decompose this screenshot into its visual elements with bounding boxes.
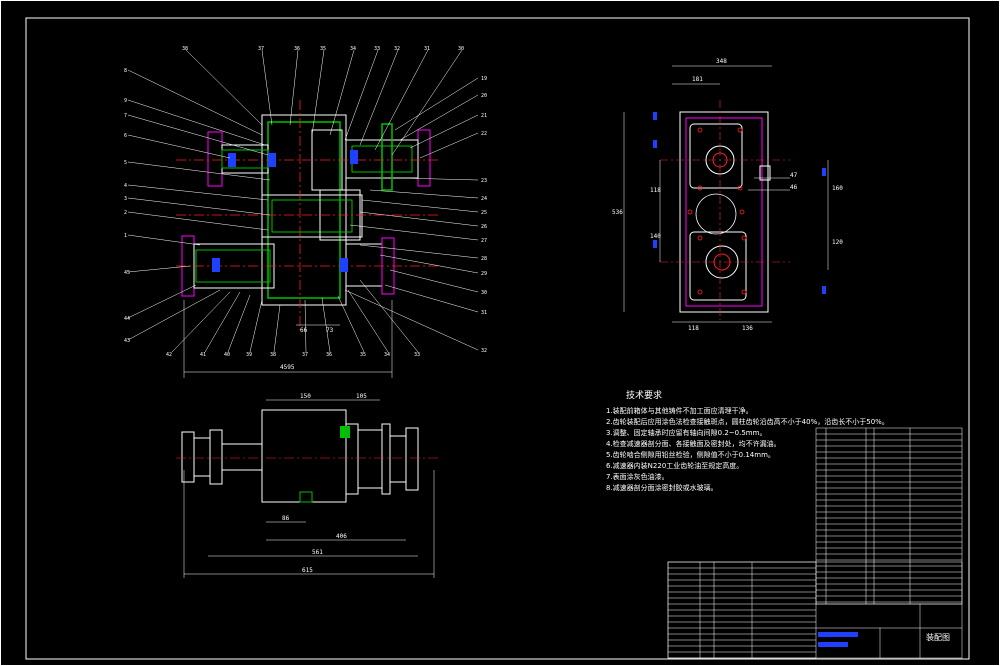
parts-list — [815, 427, 963, 605]
balloon-left-10: 45 — [124, 270, 130, 276]
front-view: 38 37 36 35 34 33 32 31 30 8 9 7 6 5 4 3… — [124, 46, 487, 378]
balloon-top-5: 34 — [350, 46, 356, 52]
note-6: 6.减速器内装N220工业齿轮油至规定高度。 — [606, 461, 743, 470]
dim-side-h4: 120 — [832, 239, 843, 246]
balloon-bottom-6: 37 — [302, 352, 308, 358]
dim-side-bottom-b: 136 — [742, 325, 753, 332]
balloon-left-6: 4 — [124, 183, 127, 189]
balloon-right-9: 27 — [481, 238, 487, 244]
balloon-right-4: 22 — [481, 131, 487, 137]
balloon-bottom-2: 41 — [200, 352, 206, 358]
callout-side-2: 46 — [790, 184, 798, 191]
balloon-left-11: 44 — [124, 316, 130, 322]
dim-top-b: 105 — [356, 393, 367, 400]
balloon-top-9: 30 — [458, 46, 464, 52]
dim-top-overall: 615 — [302, 567, 313, 574]
top-housing — [261, 409, 347, 503]
balloon-left-7: 3 — [124, 196, 127, 202]
output-flange-right — [417, 129, 431, 187]
note-2: 2.齿轮装配后应用涂色法检查接触斑点，圆柱齿轮沿齿高不小于40%，沿齿长不小于5… — [606, 417, 889, 426]
balloon-bottom-5: 38 — [270, 352, 276, 358]
dim-front-d2: 73 — [326, 327, 334, 334]
balloon-right-13: 31 — [481, 310, 487, 316]
gear-middle — [261, 194, 363, 238]
callout-side-1: 47 — [790, 172, 798, 179]
dim-top-d: 406 — [336, 533, 347, 540]
note-4: 4.检查减速器剖分面、各接触面及密封处，均不许漏油。 — [606, 439, 781, 448]
balloon-top-4: 35 — [320, 46, 326, 52]
balloon-right-6: 24 — [481, 196, 487, 202]
note-5: 5.齿轮啮合侧隙用铅丝检验，侧隙值不小于0.14mm。 — [606, 450, 775, 459]
title-block — [667, 561, 963, 659]
balloon-left-8: 2 — [124, 210, 127, 216]
balloon-right-8: 26 — [481, 224, 487, 230]
note-3: 3.调整、固定轴承时应留有轴向间隙0.2~0.5mm。 — [606, 428, 766, 437]
balloon-left-3: 7 — [124, 113, 127, 119]
balloon-right-10: 28 — [481, 256, 487, 262]
balloon-bottom-3: 40 — [224, 352, 230, 358]
note-8: 8.减速器剖分面涂密封胶或水玻璃。 — [606, 483, 718, 492]
dim-top-c: 86 — [282, 515, 290, 522]
balloon-left-5: 5 — [124, 160, 127, 166]
balloon-left-2: 9 — [124, 98, 127, 104]
dim-side-h1: 118 — [650, 187, 661, 194]
balloon-right-1: 19 — [481, 76, 487, 82]
dim-side-top-inner: 181 — [692, 76, 703, 83]
balloon-top-2: 37 — [258, 46, 264, 52]
balloon-top-7: 32 — [394, 46, 400, 52]
balloon-top-3: 36 — [294, 46, 300, 52]
balloon-top-1: 38 — [182, 46, 188, 52]
balloon-left-1: 8 — [124, 68, 127, 74]
balloon-right-7: 25 — [481, 210, 487, 216]
balloon-right-12: 30 — [481, 290, 487, 296]
balloon-left-4: 6 — [124, 133, 127, 139]
balloon-bottom-8: 35 — [360, 352, 366, 358]
technical-notes: 技术要求 1.装配前箱体与其他铸件不加工面应清理干净。 2.齿轮装配后应用涂色法… — [606, 389, 889, 492]
balloon-bottom-7: 36 — [326, 352, 332, 358]
dim-side-h2: 140 — [650, 233, 661, 240]
note-7: 7.表面涂灰色油漆。 — [606, 472, 669, 481]
balloon-top-6: 33 — [374, 46, 380, 52]
dim-side-top-width: 348 — [716, 58, 727, 65]
balloon-right-5: 23 — [481, 178, 487, 184]
balloon-left-12: 43 — [124, 338, 130, 344]
balloon-right-14: 32 — [481, 348, 487, 354]
balloon-right-11: 29 — [481, 271, 487, 277]
sheet-border-inner — [25, 17, 970, 660]
notes-title: 技术要求 — [626, 389, 662, 401]
balloon-bottom-1: 42 — [166, 352, 172, 358]
balloon-right-3: 21 — [481, 113, 487, 119]
balloon-left-9: 1 — [124, 233, 127, 239]
drawing-name: 装配图 — [926, 632, 950, 642]
dim-front-overall: 4595 — [280, 364, 295, 371]
housing-outline — [261, 114, 347, 306]
note-1: 1.装配前箱体与其他铸件不加工面应清理干净。 — [606, 406, 753, 415]
balloon-bottom-9: 34 — [384, 352, 390, 358]
side-housing — [679, 111, 769, 313]
side-view: 348 181 536 118 140 160 120 118 136 47 4… — [612, 58, 843, 332]
dim-front-d1: 66 — [300, 327, 308, 334]
top-view: 150 105 86 406 561 615 — [176, 393, 440, 578]
dim-side-h3: 160 — [832, 185, 843, 192]
dim-side-height: 536 — [612, 209, 623, 216]
dim-top-a: 150 — [300, 393, 311, 400]
dim-side-bottom-a: 118 — [688, 325, 699, 332]
dim-top-e: 561 — [312, 549, 323, 556]
balloon-bottom-10: 33 — [414, 352, 420, 358]
balloon-top-8: 31 — [424, 46, 430, 52]
balloon-bottom-4: 39 — [246, 352, 252, 358]
balloon-right-2: 20 — [481, 93, 487, 99]
